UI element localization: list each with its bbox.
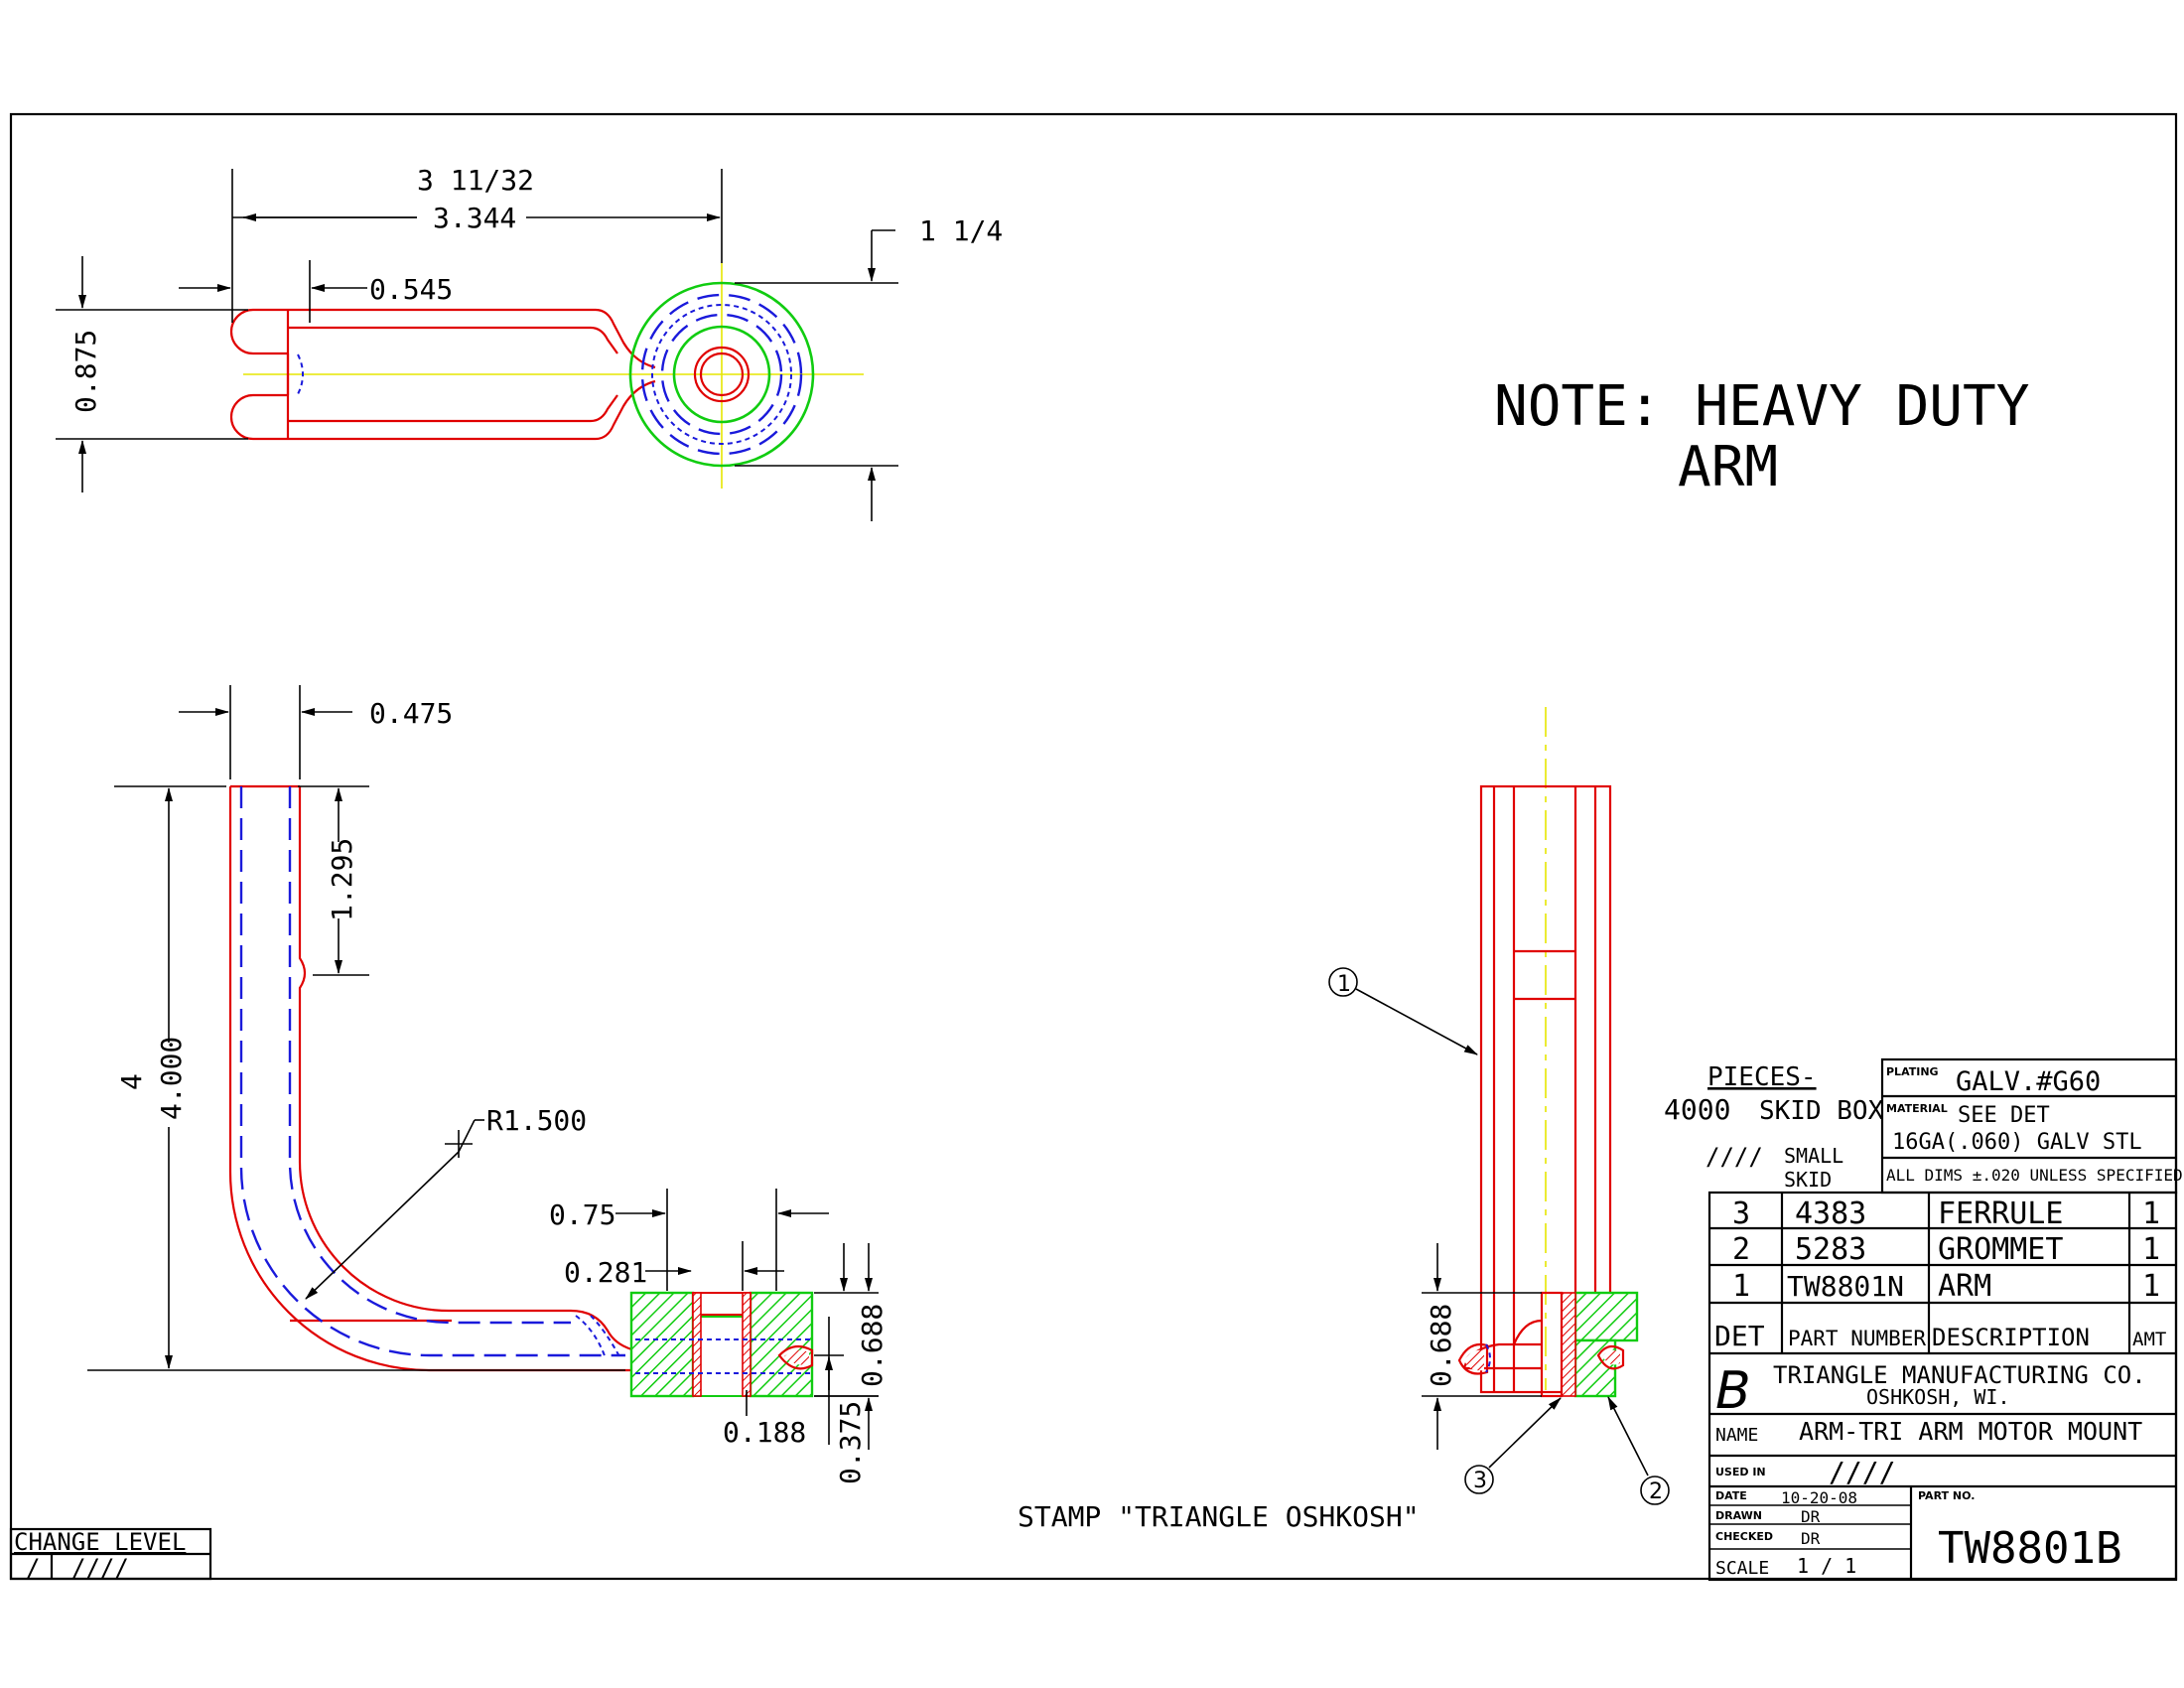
dim-hole: 1.295 xyxy=(326,838,358,921)
change-level-col2: //// xyxy=(71,1554,129,1582)
dim-height: 0.875 xyxy=(69,330,102,413)
material-value-2: 16GA(.060) GALV STL xyxy=(1892,1130,2142,1155)
pieces-label: PIECES- xyxy=(1707,1062,1817,1092)
bom-row-2-desc: GROMMET xyxy=(1938,1232,2063,1267)
used-in-label: USED IN xyxy=(1715,1466,1766,1478)
end-view xyxy=(1457,707,1639,1398)
bom-row-1-det: 1 xyxy=(1732,1269,1750,1304)
dim-lower: 0.375 xyxy=(834,1401,867,1484)
dim-radius: R1.500 xyxy=(486,1104,587,1137)
small-unit-1: SMALL xyxy=(1784,1144,1843,1168)
dim-ferrule: 0.75 xyxy=(549,1198,615,1231)
svg-text:3: 3 xyxy=(1473,1469,1487,1493)
used-in-value: //// xyxy=(1829,1456,1895,1488)
bom-header-desc: DESCRIPTION xyxy=(1932,1324,2090,1351)
checked-value: DR xyxy=(1801,1529,1821,1548)
bom-row-1-part: TW8801N xyxy=(1787,1270,1904,1303)
plating-value: GALV.#G60 xyxy=(1956,1066,2101,1097)
scale-value: 1 / 1 xyxy=(1797,1554,1856,1578)
grommet-section-left xyxy=(629,1291,695,1398)
balloon-2 xyxy=(1640,1476,1670,1505)
sheet-border xyxy=(9,112,2178,1581)
plating-label: PLATING xyxy=(1886,1065,1939,1078)
note-line-2: ARM xyxy=(1678,435,1778,499)
balloon-1 xyxy=(1328,967,1358,997)
bom-header-amt: AMT xyxy=(2132,1329,2166,1350)
part-no-label: PART NO. xyxy=(1918,1489,1975,1502)
svg-text:2: 2 xyxy=(1649,1479,1663,1504)
end-view-dimensions: 0.688 1 3 2 xyxy=(1328,967,1670,1505)
company-name: TRIANGLE MANUFACTURING CO. xyxy=(1773,1361,2146,1389)
side-view xyxy=(228,784,814,1398)
bom-row-2-det: 2 xyxy=(1732,1232,1750,1267)
checked-label: CHECKED xyxy=(1715,1530,1773,1543)
title-block: PIECES- 4000 SKID BOX //// SMALL SKID PL… xyxy=(1664,1057,2183,1582)
bom-row-1-desc: ARM xyxy=(1938,1269,1991,1304)
dim-height-dec: 4.000 xyxy=(155,1037,188,1120)
scale-label: SCALE xyxy=(1715,1558,1769,1579)
part-no-value: TW8801B xyxy=(1938,1523,2121,1574)
name-value: ARM-TRI ARM MOTOR MOUNT xyxy=(1799,1417,2142,1446)
top-view xyxy=(229,263,864,489)
pieces-qty: 4000 xyxy=(1664,1093,1730,1126)
dim-bottom: 0.188 xyxy=(723,1416,806,1449)
bom-row-3-desc: FERRULE xyxy=(1938,1196,2063,1231)
bom-row-3-det: 3 xyxy=(1732,1196,1750,1231)
change-level-col1: / xyxy=(26,1554,40,1582)
stamp-note: STAMP "TRIANGLE OSHKOSH" xyxy=(1018,1500,1420,1533)
dim-grommet: 0.281 xyxy=(564,1256,647,1289)
bom-header-det: DET xyxy=(1714,1320,1765,1352)
bom-row-3-part: 4383 xyxy=(1795,1196,1866,1231)
date-value: 10-20-08 xyxy=(1781,1488,1857,1507)
top-view-dimensions: 3 11/32 3.344 0.545 0.875 1 1/4 xyxy=(56,164,1003,521)
material-value-1: SEE DET xyxy=(1958,1103,2050,1128)
dim-length-frac: 3 11/32 xyxy=(417,164,534,197)
dim-height-frac: 4 xyxy=(115,1073,148,1090)
small-unit-2: SKID xyxy=(1784,1168,1832,1192)
note-line-1: NOTE: HEAVY DUTY xyxy=(1494,374,2029,439)
svg-text:1: 1 xyxy=(1337,972,1351,997)
tolerance-note: ALL DIMS ±.020 UNLESS SPECIFIED xyxy=(1886,1166,2183,1185)
dim-length-dec: 3.344 xyxy=(433,202,516,234)
dim-slot: 0.545 xyxy=(369,273,453,306)
bom-row-2-amt: 1 xyxy=(2142,1232,2160,1267)
drawn-value: DR xyxy=(1801,1507,1821,1526)
company-logo: B xyxy=(1715,1361,1751,1421)
bom-row-2-part: 5283 xyxy=(1795,1232,1866,1267)
drawn-label: DRAWN xyxy=(1715,1509,1762,1522)
material-label: MATERIAL xyxy=(1886,1102,1948,1115)
bom-row-3-amt: 1 xyxy=(2142,1196,2160,1231)
end-dim-height: 0.688 xyxy=(1425,1304,1457,1387)
bom-row-1-amt: 1 xyxy=(2142,1269,2160,1304)
small-qty: //// xyxy=(1706,1143,1763,1171)
eye-outer-circle xyxy=(628,281,815,468)
change-level-label: CHANGE LEVEL xyxy=(14,1528,186,1556)
dim-diameter: 1 1/4 xyxy=(919,214,1003,247)
dim-right: 0.688 xyxy=(856,1304,888,1387)
pieces-unit: SKID BOX xyxy=(1759,1096,1884,1126)
change-level-block: CHANGE LEVEL / //// xyxy=(9,1527,212,1582)
dim-width: 0.475 xyxy=(369,697,453,730)
side-view-dimensions: 0.475 1.295 4 4.000 R1.500 0.75 0.281 0.… xyxy=(87,685,888,1484)
date-label: DATE xyxy=(1715,1489,1747,1502)
name-label: NAME xyxy=(1715,1425,1758,1446)
grommet-section-right xyxy=(749,1291,814,1398)
balloon-3 xyxy=(1464,1465,1494,1494)
company-city: OSHKOSH, WI. xyxy=(1866,1385,2010,1409)
bom-header-part: PART NUMBER xyxy=(1788,1327,1926,1350)
